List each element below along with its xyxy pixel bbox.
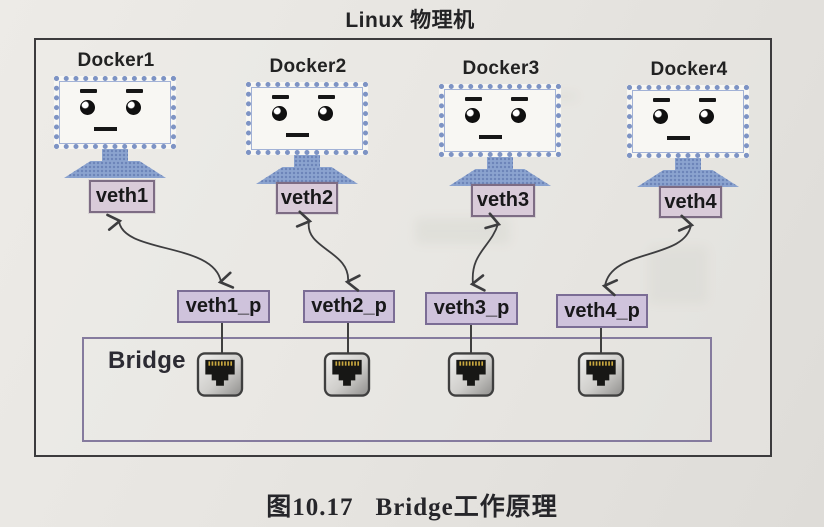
- docker3-label: Docker3: [462, 58, 540, 79]
- figure-number: 图10.17: [266, 494, 354, 521]
- diagram-title: Linux 物理机: [345, 9, 475, 32]
- monitor-screen: [627, 85, 749, 158]
- face-mouth: [667, 136, 690, 140]
- computer-monitor-face-icon: [439, 84, 561, 186]
- figure-title: Bridge工作原理: [375, 494, 558, 521]
- face-eyebrow: [465, 97, 482, 101]
- docker-container-3: Docker3: [439, 58, 563, 186]
- figure-caption: 图10.17 Bridge工作原理: [0, 487, 824, 523]
- computer-monitor-face-icon: [627, 85, 749, 187]
- bridge-label: Bridge: [108, 347, 186, 374]
- veth3-p-box: veth3_p: [425, 292, 518, 325]
- veth2-p-box: veth2_p: [303, 290, 395, 323]
- monitor-screen: [439, 84, 561, 157]
- veth1-box: veth1: [89, 180, 155, 213]
- docker-container-2: Docker2: [246, 56, 370, 184]
- monitor-stand: [675, 158, 701, 170]
- monitor-base: [64, 161, 166, 178]
- face-mouth: [94, 127, 117, 131]
- face-eye: [511, 108, 526, 123]
- monitor-stand: [487, 157, 513, 169]
- rj45-port-icon: [577, 352, 625, 397]
- monitor-base: [256, 167, 358, 184]
- face-mouth: [479, 135, 502, 139]
- monitor-stand: [294, 155, 320, 167]
- computer-monitor-face-icon: [54, 76, 176, 178]
- bridge-box: [82, 337, 712, 442]
- veth3-box: veth3: [471, 184, 535, 217]
- face-eye: [80, 100, 95, 115]
- docker4-label: Docker4: [650, 59, 728, 80]
- face-eye: [465, 108, 480, 123]
- face-mouth: [286, 133, 309, 137]
- monitor-base: [637, 170, 739, 187]
- face-eyebrow: [126, 89, 143, 93]
- face-eyebrow: [318, 95, 335, 99]
- docker-container-1: Docker1: [54, 50, 178, 178]
- docker1-label: Docker1: [77, 50, 155, 71]
- veth4-p-box: veth4_p: [556, 294, 648, 328]
- face-eyebrow: [80, 89, 97, 93]
- face-eye: [653, 109, 668, 124]
- veth4-box: veth4: [659, 186, 722, 218]
- computer-monitor-face-icon: [246, 82, 368, 184]
- face-eye: [126, 100, 141, 115]
- monitor-stand: [102, 149, 128, 161]
- face-eyebrow: [653, 98, 670, 102]
- rj45-port-icon: [323, 352, 371, 397]
- monitor-screen: [54, 76, 176, 149]
- rj45-port-icon: [447, 352, 495, 397]
- monitor-base: [449, 169, 551, 186]
- face-eye: [272, 106, 287, 121]
- rj45-port-icon: [196, 352, 244, 397]
- docker2-label: Docker2: [269, 56, 347, 77]
- face-eyebrow: [699, 98, 716, 102]
- veth2-box: veth2: [276, 182, 338, 214]
- face-eyebrow: [511, 97, 528, 101]
- face-eye: [318, 106, 333, 121]
- face-eye: [699, 109, 714, 124]
- monitor-screen: [246, 82, 368, 155]
- veth1-p-box: veth1_p: [177, 290, 270, 323]
- face-eyebrow: [272, 95, 289, 99]
- docker-container-4: Docker4: [627, 59, 751, 187]
